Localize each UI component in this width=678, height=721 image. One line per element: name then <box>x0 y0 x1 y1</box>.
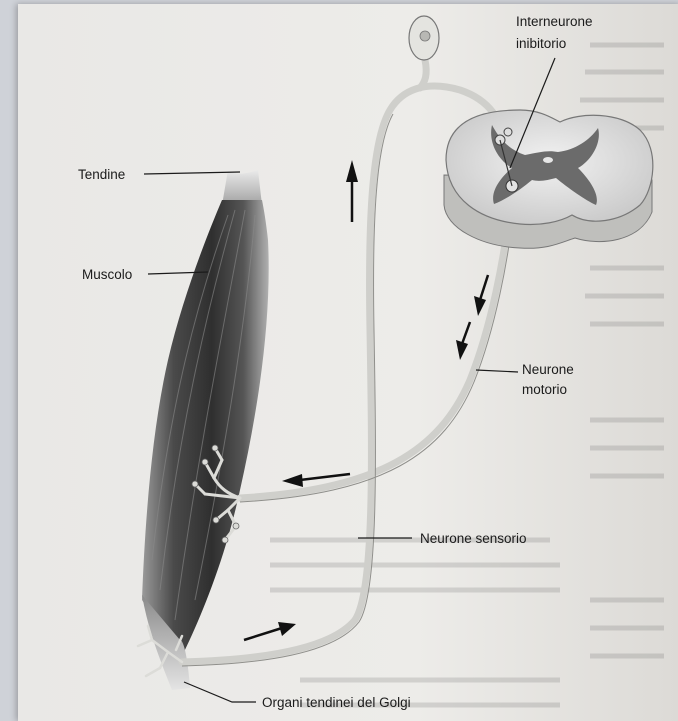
label-interneurone-1: Interneurone <box>516 14 593 29</box>
muscle <box>142 170 269 690</box>
spinal-cord <box>444 110 653 248</box>
label-organi-tendinei: Organi tendinei del Golgi <box>262 695 411 710</box>
label-muscolo: Muscolo <box>82 267 132 282</box>
label-neurone-sensorio: Neurone sensorio <box>420 531 527 546</box>
right-arrow-icon <box>244 622 296 640</box>
label-interneurone-2: inibitorio <box>516 36 566 51</box>
label-neurone-motorio-2: motorio <box>522 382 567 397</box>
up-arrow-icon <box>346 160 358 222</box>
label-neurone-motorio-1: Neurone <box>522 362 574 377</box>
label-tendine: Tendine <box>78 167 125 182</box>
